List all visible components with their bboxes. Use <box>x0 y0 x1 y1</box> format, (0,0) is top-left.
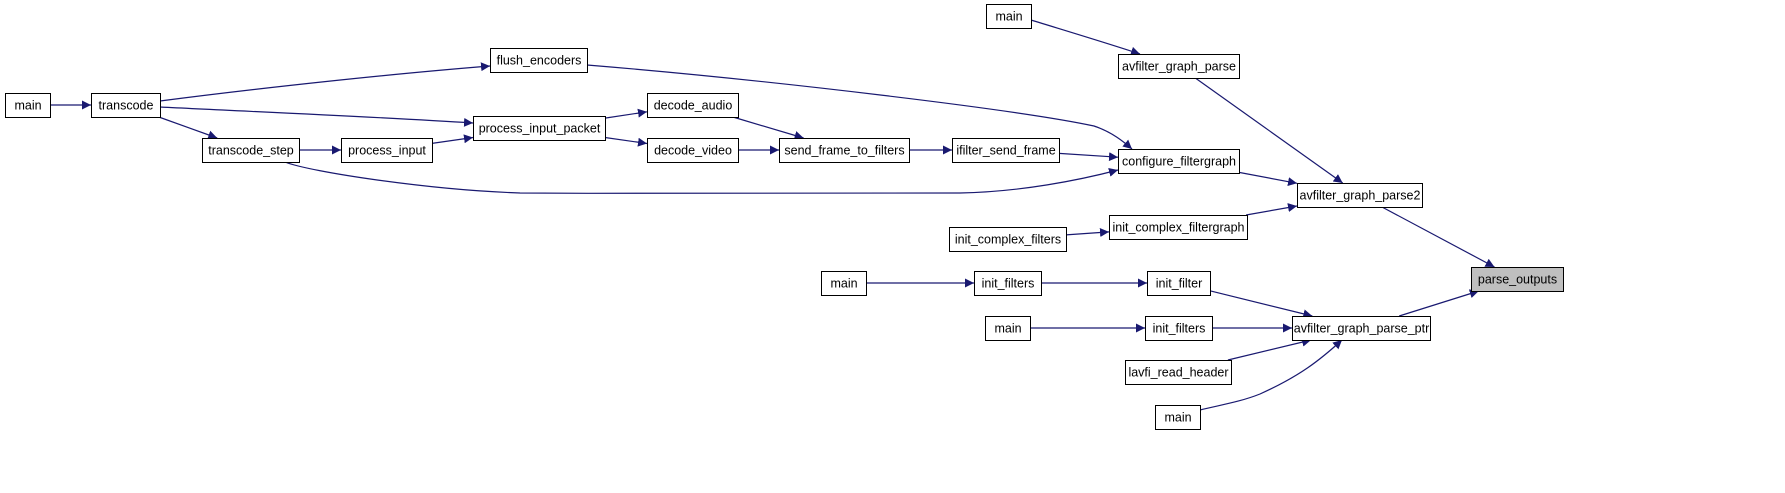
edge-configure-filtergraph-to-avfilter-graph-parse2 <box>1238 171 1298 187</box>
node-label: send_frame_to_filters <box>784 144 904 158</box>
edge-lavfi-read-header-to-avfilter-graph-parse-ptr <box>1227 337 1312 361</box>
edge-avfilter-graph-parse-ptr-to-parse-outputs <box>1399 289 1479 317</box>
edge-init-filter-to-avfilter-graph-parse-ptr <box>1209 290 1313 319</box>
node-label: process_input_packet <box>479 122 601 136</box>
node-avfilter-graph-parse-ptr[interactable]: avfilter_graph_parse_ptr <box>1292 316 1431 341</box>
node-box <box>5 93 51 118</box>
edge-init-complex-filtergraph-to-avfilter-graph-parse2 <box>1245 203 1298 216</box>
edge-transcode-to-process-input-packet <box>159 106 474 127</box>
node-box <box>1109 215 1248 240</box>
node-avfilter-graph-parse[interactable]: avfilter_graph_parse <box>1118 54 1240 79</box>
edge-avfilter-graph-parse-to-avfilter-graph-parse2 <box>1194 77 1344 184</box>
node-label: transcode_step <box>208 144 294 158</box>
node-label: main <box>830 277 857 291</box>
node-box <box>1145 316 1213 341</box>
node-label: process_input <box>348 144 426 158</box>
node-label: lavfi_read_header <box>1128 366 1228 380</box>
edge-ifilter-send-frame-to-configure-filtergraph <box>1058 152 1119 162</box>
node-label: main <box>14 99 41 113</box>
node-box <box>1297 183 1423 208</box>
node-box <box>779 138 910 163</box>
node-main-a[interactable]: main <box>5 93 51 118</box>
node-transcode[interactable]: transcode <box>91 93 161 118</box>
edge-main-b-to-avfilter-graph-parse <box>1030 19 1141 56</box>
edge-layer <box>50 19 1495 411</box>
edge-flush-encoders-to-configure-filtergraph <box>586 64 1133 150</box>
node-label: main <box>994 322 1021 336</box>
edge-decode-audio-to-send-frame-to-filters <box>732 116 804 140</box>
node-label: init_filters <box>982 277 1035 291</box>
node-box <box>202 138 300 163</box>
node-decode-audio[interactable]: decode_audio <box>647 93 739 118</box>
node-main-b[interactable]: main <box>986 4 1032 29</box>
node-avfilter-graph-parse2[interactable]: avfilter_graph_parse2 <box>1297 183 1423 208</box>
edge-transcode-step-to-configure-filtergraph <box>284 161 1119 195</box>
node-box <box>1147 271 1211 296</box>
node-label: avfilter_graph_parse2 <box>1300 189 1421 203</box>
node-label: init_filter <box>1156 277 1203 291</box>
node-init-complex-filtergraph[interactable]: init_complex_filtergraph <box>1109 215 1248 240</box>
node-main-e[interactable]: main <box>1155 405 1201 430</box>
node-box <box>647 93 739 118</box>
node-configure-filtergraph[interactable]: configure_filtergraph <box>1118 149 1240 174</box>
node-process-input[interactable]: process_input <box>341 138 433 163</box>
node-label: avfilter_graph_parse <box>1122 60 1236 74</box>
node-box <box>1471 267 1564 292</box>
edge-process-input-to-process-input-packet <box>431 134 474 144</box>
node-box <box>949 227 1067 252</box>
node-box <box>974 271 1042 296</box>
node-label: configure_filtergraph <box>1122 155 1236 169</box>
node-parse-outputs[interactable]: parse_outputs <box>1471 267 1564 292</box>
node-box <box>647 138 739 163</box>
node-box <box>985 316 1031 341</box>
node-flush-encoders[interactable]: flush_encoders <box>490 48 588 73</box>
edge-transcode-to-flush-encoders <box>159 62 491 102</box>
edge-init-complex-filters-to-init-complex-filtergraph <box>1065 228 1110 238</box>
node-send-frame-to-filters[interactable]: send_frame_to_filters <box>779 138 910 163</box>
node-box <box>1118 54 1240 79</box>
node-main-c[interactable]: main <box>821 271 867 296</box>
edge-transcode-to-transcode-step <box>158 116 218 140</box>
edge-process-input-packet-to-decode-audio <box>604 108 648 119</box>
node-label: transcode <box>99 99 154 113</box>
node-init-complex-filters[interactable]: init_complex_filters <box>949 227 1067 252</box>
node-label: init_filters <box>1153 322 1206 336</box>
node-box <box>1155 405 1201 430</box>
node-label: parse_outputs <box>1478 273 1557 287</box>
node-label: init_complex_filters <box>955 233 1061 247</box>
node-label: init_complex_filtergraph <box>1112 221 1244 235</box>
node-layer: main transcode transcode_step process_input… <box>5 4 1564 430</box>
node-box <box>1118 149 1240 174</box>
node-box <box>1292 316 1431 341</box>
node-init-filter[interactable]: init_filter <box>1147 271 1211 296</box>
node-box <box>91 93 161 118</box>
node-box <box>821 271 867 296</box>
node-box <box>473 116 606 141</box>
node-label: flush_encoders <box>497 54 582 68</box>
node-lavfi-read-header[interactable]: lavfi_read_header <box>1125 360 1232 385</box>
node-box <box>952 138 1060 163</box>
node-label: decode_audio <box>654 99 733 113</box>
node-box <box>986 4 1032 29</box>
node-label: main <box>1164 411 1191 425</box>
node-init-filters-b[interactable]: init_filters <box>1145 316 1213 341</box>
node-label: ifilter_send_frame <box>956 144 1055 158</box>
node-box <box>1125 360 1232 385</box>
node-box <box>490 48 588 73</box>
node-box <box>341 138 433 163</box>
node-main-d[interactable]: main <box>985 316 1031 341</box>
edge-process-input-packet-to-decode-video <box>604 136 648 147</box>
edge-avfilter-graph-parse2-to-parse-outputs <box>1381 206 1495 268</box>
node-decode-video[interactable]: decode_video <box>647 138 739 163</box>
node-transcode-step[interactable]: transcode_step <box>202 138 300 163</box>
node-process-input-packet[interactable]: process_input_packet <box>473 116 606 141</box>
node-ifilter-send-frame[interactable]: ifilter_send_frame <box>952 138 1060 163</box>
node-label: main <box>995 10 1022 24</box>
node-label: decode_video <box>654 144 732 158</box>
edge-main-e-to-avfilter-graph-parse-ptr <box>1199 339 1343 411</box>
node-label: avfilter_graph_parse_ptr <box>1294 322 1430 336</box>
node-init-filters-a[interactable]: init_filters <box>974 271 1042 296</box>
